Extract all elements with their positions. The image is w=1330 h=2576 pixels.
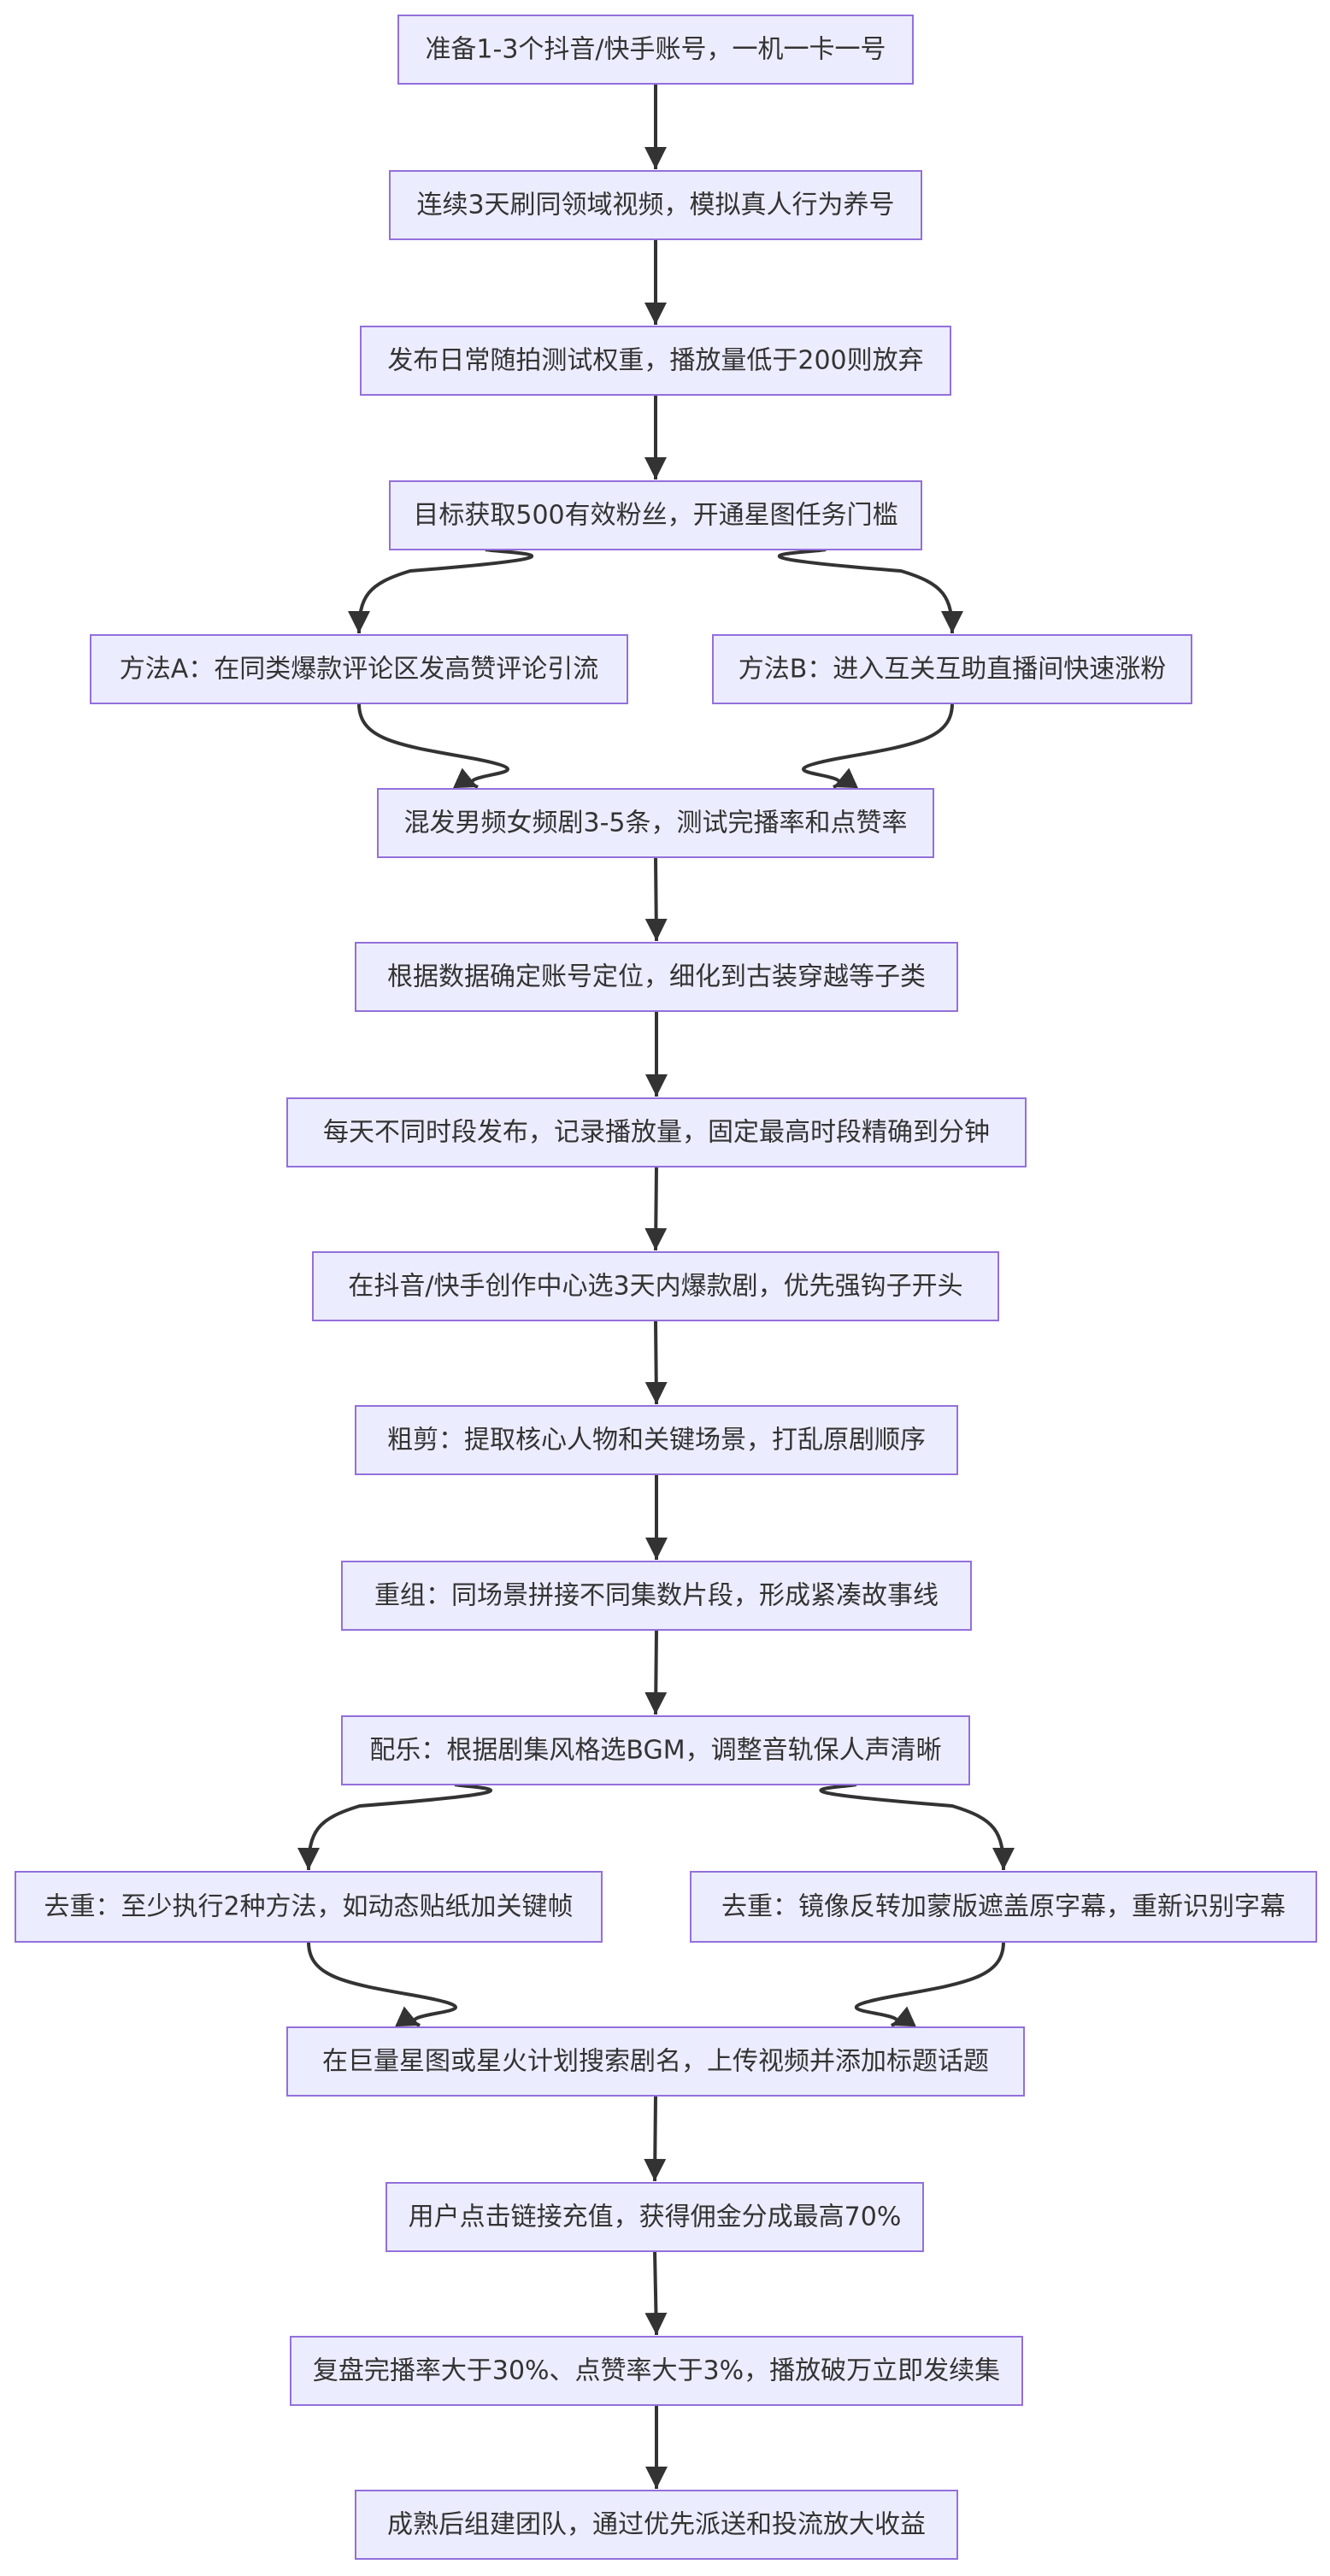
flow-node-label: 粗剪：提取核心人物和关键场景，打乱原剧顺序 bbox=[387, 1426, 926, 1456]
edge-n4-to-n5b bbox=[777, 548, 963, 634]
flow-node-label: 连续3天刷同领域视频，模拟真人行为养号 bbox=[416, 191, 894, 221]
flow-node-n17: 成熟后组建团队，通过优先派送和投流放大收益 bbox=[355, 2490, 958, 2560]
flow-node-n11: 重组：同场景拼接不同集数片段，形成紧凑故事线 bbox=[341, 1561, 972, 1631]
flow-node-n12: 配乐：根据剧集风格选BGM，调整音轨保人声清晰 bbox=[341, 1715, 970, 1785]
flow-node-box bbox=[355, 1405, 958, 1475]
edge-n5a-to-n6 bbox=[357, 703, 509, 789]
flow-node-box bbox=[389, 480, 922, 550]
flow-node-label: 复盘完播率大于30%、点赞率大于3%，播放破万立即发续集 bbox=[313, 2356, 1000, 2386]
edge-n13a-to-n14 bbox=[307, 1941, 457, 2027]
flow-node-n15: 用户点击链接充值，获得佣金分成最高70% bbox=[385, 2182, 924, 2252]
flow-node-box bbox=[360, 326, 951, 396]
edge-n5b-to-n6 bbox=[802, 703, 954, 789]
flow-node-label: 发布日常随拍测试权重，播放量低于200则放弃 bbox=[387, 346, 923, 376]
flow-node-n6: 混发男频女频剧3-5条，测试完播率和点赞率 bbox=[377, 788, 934, 858]
flow-node-label: 去重：至少执行2种方法，如动态贴纸加关键帧 bbox=[44, 1892, 573, 1922]
flow-node-label: 混发男频女频剧3-5条，测试完播率和点赞率 bbox=[404, 809, 908, 838]
flow-node-box bbox=[355, 942, 958, 1012]
edge-n14-to-n15 bbox=[644, 2095, 667, 2182]
flow-node-box bbox=[312, 1251, 999, 1321]
flow-node-box bbox=[290, 2336, 1023, 2406]
flow-node-label: 在巨量星图或星火计划搜索剧名，上传视频并添加标题话题 bbox=[322, 2047, 989, 2077]
edge-n15-to-n16 bbox=[644, 2250, 668, 2336]
flow-node-box bbox=[690, 1871, 1317, 1943]
flow-node-n8: 每天不同时段发布，记录播放量，固定最高时段精确到分钟 bbox=[286, 1097, 1027, 1167]
flow-node-n7: 根据数据确定账号定位，细化到古装穿越等子类 bbox=[355, 942, 958, 1012]
flow-node-n1: 准备1-3个抖音/快手账号，一机一卡一号 bbox=[397, 15, 914, 85]
flow-node-box bbox=[90, 634, 628, 704]
flow-node-n10: 粗剪：提取核心人物和关键场景，打乱原剧顺序 bbox=[355, 1405, 958, 1475]
flow-node-label: 准备1-3个抖音/快手账号，一机一卡一号 bbox=[425, 35, 886, 65]
flow-node-label: 用户点击链接充值，获得佣金分成最高70% bbox=[409, 2203, 902, 2232]
flow-node-n14: 在巨量星图或星火计划搜索剧名，上传视频并添加标题话题 bbox=[286, 2026, 1025, 2097]
flow-node-n5b: 方法B：进入互关互助直播间快速涨粉 bbox=[712, 634, 1192, 704]
flow-node-label: 配乐：根据剧集风格选BGM，调整音轨保人声清晰 bbox=[369, 1736, 941, 1766]
flow-node-label: 方法B：进入互关互助直播间快速涨粉 bbox=[739, 655, 1167, 685]
edge-n12-to-n13b bbox=[819, 1783, 1015, 1871]
flow-node-box bbox=[389, 170, 922, 240]
edge-n12-to-n13a bbox=[297, 1783, 493, 1871]
flow-node-label: 重组：同场景拼接不同集数片段，形成紧凑故事线 bbox=[374, 1581, 939, 1611]
flow-node-box bbox=[286, 1097, 1027, 1167]
edge-n13b-to-n14 bbox=[854, 1941, 1005, 2027]
flow-node-n13a: 去重：至少执行2种方法，如动态贴纸加关键帧 bbox=[15, 1871, 603, 1943]
flow-node-label: 在抖音/快手创作中心选3天内爆款剧，优先强钩子开头 bbox=[348, 1272, 962, 1302]
flow-node-n3: 发布日常随拍测试权重，播放量低于200则放弃 bbox=[360, 326, 951, 396]
flow-node-label: 根据数据确定账号定位，细化到古装穿越等子类 bbox=[387, 962, 926, 992]
flow-node-label: 去重：镜像反转加蒙版遮盖原字幕，重新识别字幕 bbox=[721, 1892, 1286, 1922]
flow-node-box bbox=[286, 2026, 1025, 2097]
flow-node-box bbox=[385, 2182, 924, 2252]
edge-n4-to-n5a bbox=[348, 548, 534, 634]
flow-node-n9: 在抖音/快手创作中心选3天内爆款剧，优先强钩子开头 bbox=[312, 1251, 999, 1321]
edges-layer bbox=[297, 84, 1015, 2489]
nodes-layer: 准备1-3个抖音/快手账号，一机一卡一号连续3天刷同领域视频，模拟真人行为养号发… bbox=[15, 15, 1317, 2560]
flow-node-label: 方法A：在同类爆款评论区发高赞评论引流 bbox=[120, 655, 599, 685]
flow-node-box bbox=[377, 788, 934, 858]
flow-node-label: 每天不同时段发布，记录播放量，固定最高时段精确到分钟 bbox=[323, 1118, 990, 1148]
flow-node-n16: 复盘完播率大于30%、点赞率大于3%，播放破万立即发续集 bbox=[290, 2336, 1023, 2406]
flow-node-box bbox=[355, 2490, 958, 2560]
flow-node-n13b: 去重：镜像反转加蒙版遮盖原字幕，重新识别字幕 bbox=[690, 1871, 1317, 1943]
flow-node-label: 成熟后组建团队，通过优先派送和投流放大收益 bbox=[387, 2510, 926, 2540]
flow-node-box bbox=[712, 634, 1192, 704]
flow-node-box bbox=[397, 15, 914, 85]
flow-node-n2: 连续3天刷同领域视频，模拟真人行为养号 bbox=[389, 170, 922, 240]
flow-node-n5a: 方法A：在同类爆款评论区发高赞评论引流 bbox=[90, 634, 628, 704]
flow-node-box bbox=[15, 1871, 603, 1943]
flow-node-box bbox=[341, 1715, 970, 1785]
flow-node-n4: 目标获取500有效粉丝，开通星图任务门槛 bbox=[389, 480, 922, 550]
flow-node-label: 目标获取500有效粉丝，开通星图任务门槛 bbox=[413, 501, 897, 531]
flow-node-box bbox=[341, 1561, 972, 1631]
